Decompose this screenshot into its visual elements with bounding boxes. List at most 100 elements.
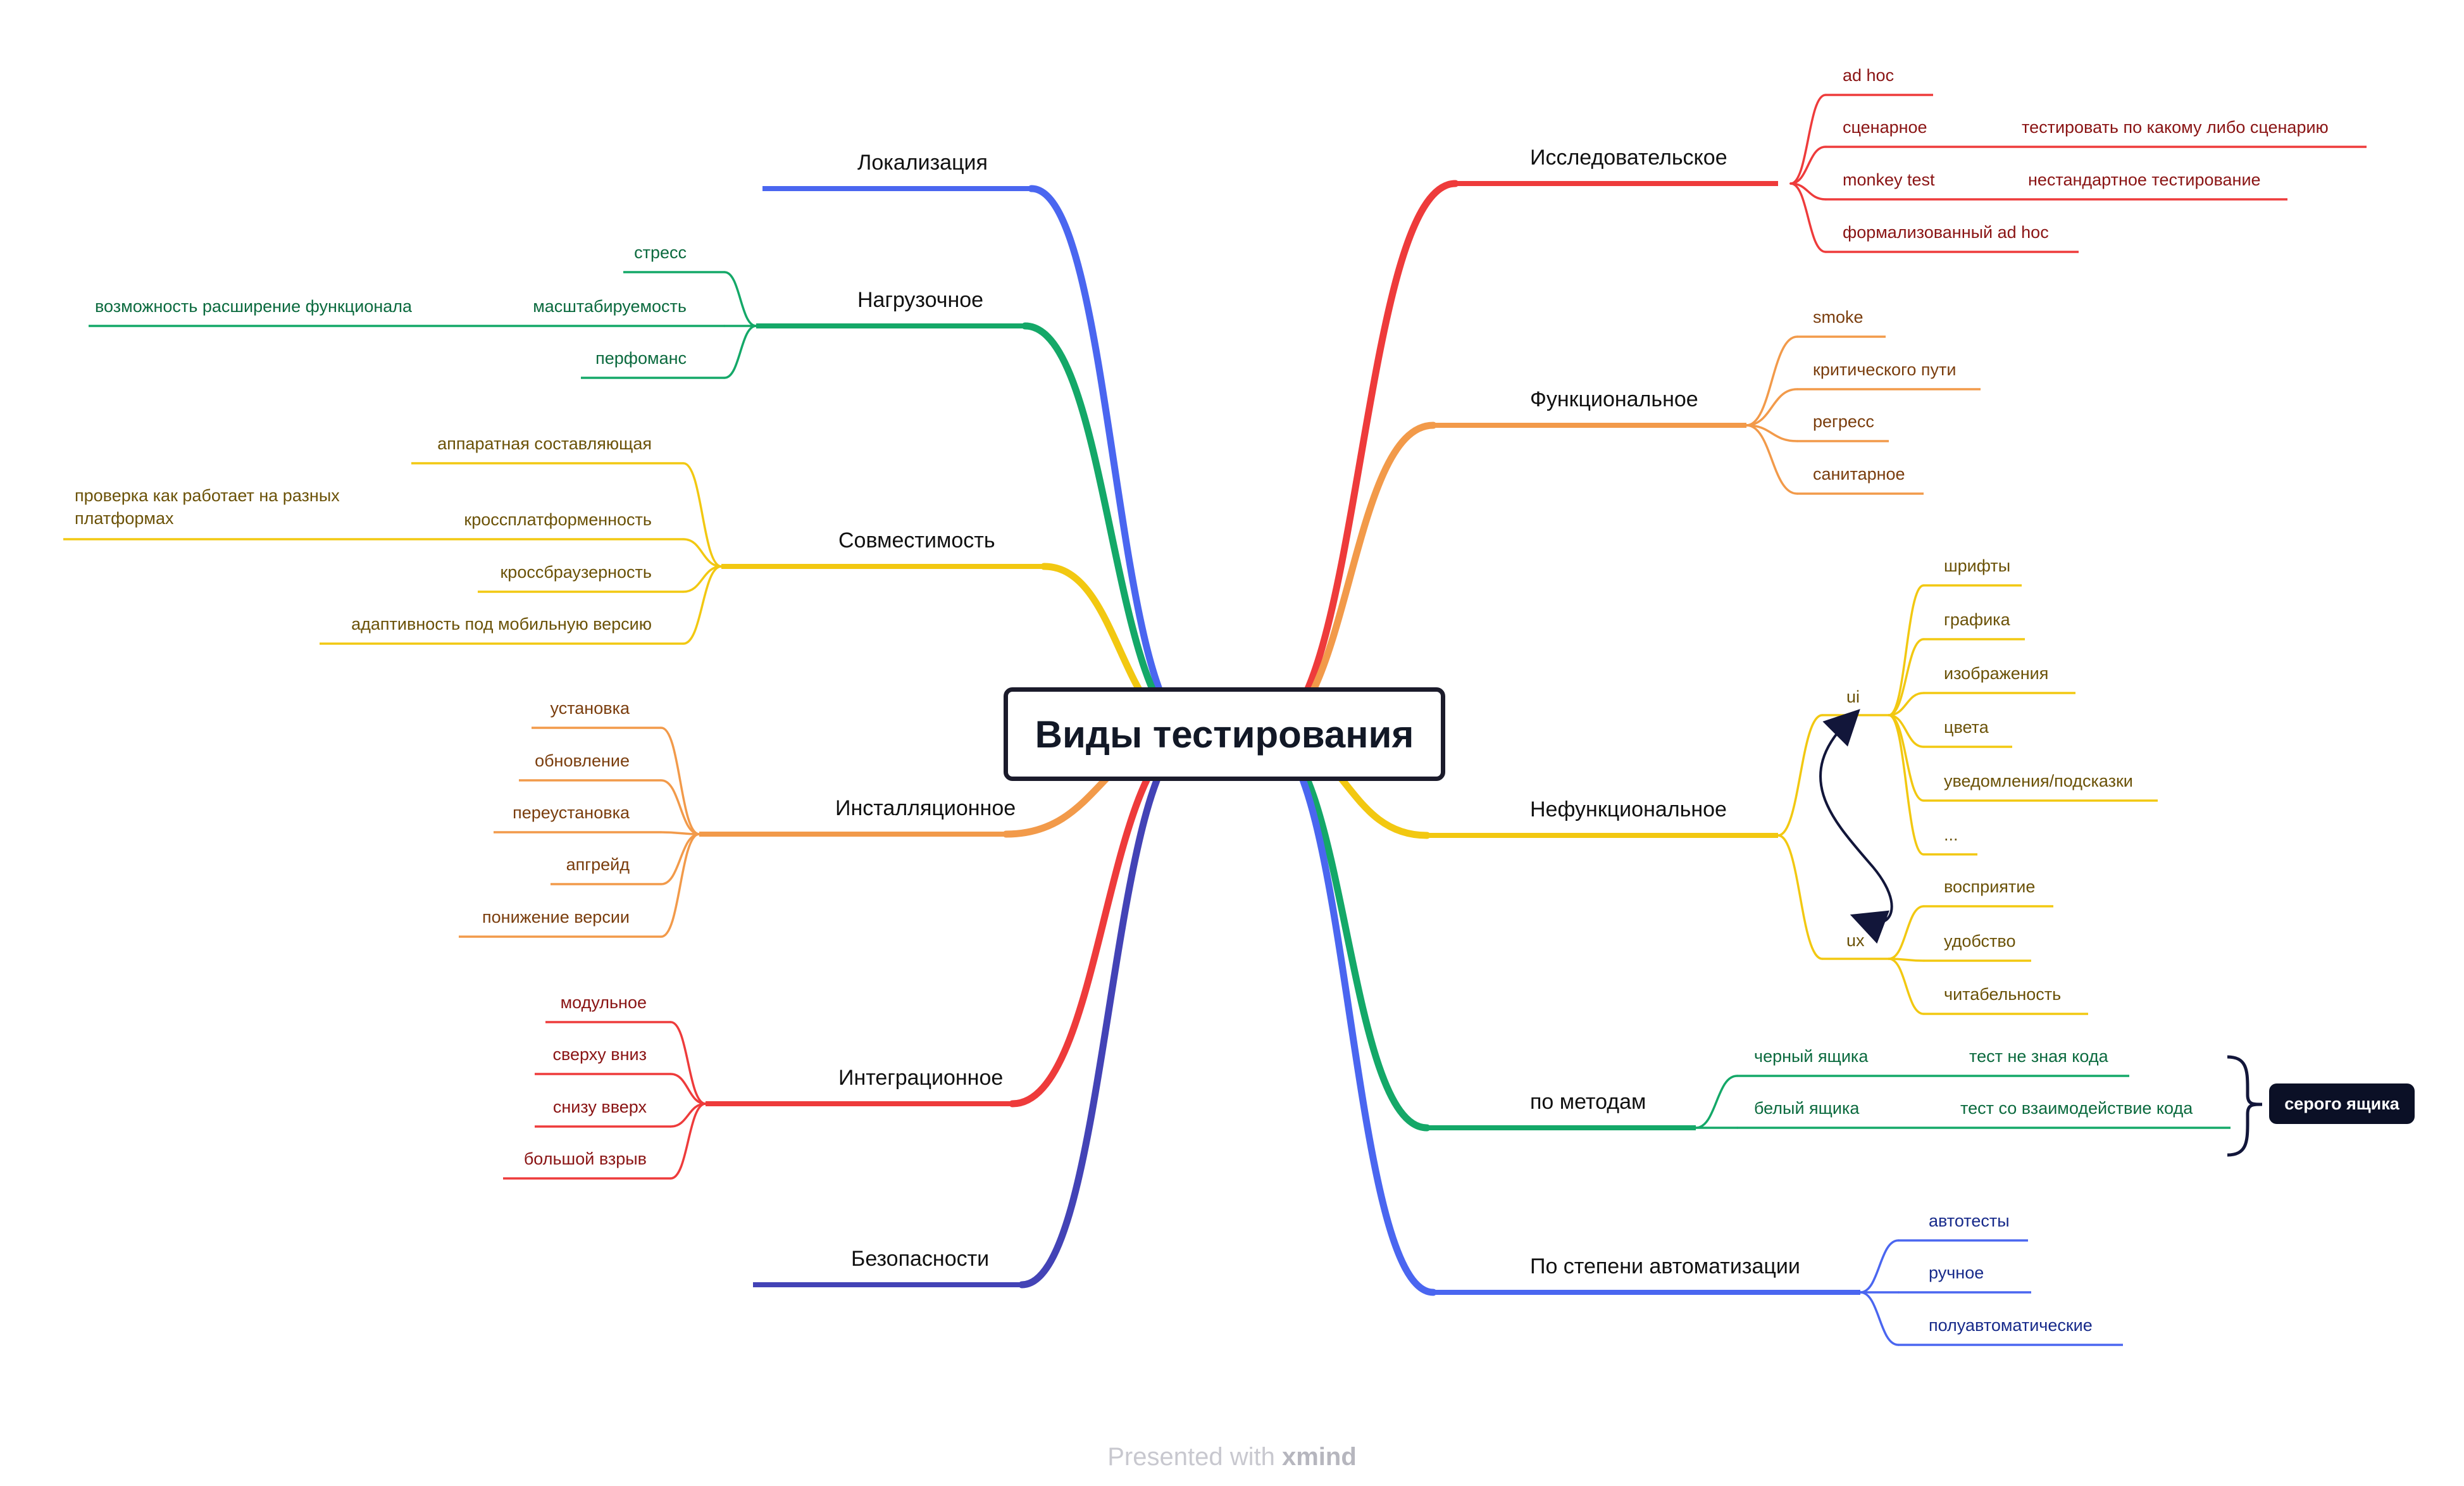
branch-integr-item-сверху-вниз-label[interactable]: сверху вниз xyxy=(553,1045,647,1064)
branch-func-item-регресс-connector xyxy=(1745,424,1798,442)
xmind-brand: xmind xyxy=(1281,1443,1357,1471)
branch-integr-item-большой-взрыв-connector xyxy=(669,1102,707,1180)
branch-compat-item-адаптивность-под-мобильную-версию-label[interactable]: адаптивность под мобильную версию xyxy=(351,615,652,634)
branch-compat-item-аппаратная-составляющая-connector xyxy=(682,462,723,568)
branch-methods-item-черный-ящика-detail-label[interactable]: тест не зная кода xyxy=(1969,1047,2109,1066)
branch-load-item-перфоманс-connector xyxy=(723,325,757,379)
branch-compat-item-кроссбраузерность-label[interactable]: кроссбраузерность xyxy=(500,563,652,582)
branch-nonfunc-ux-item-2-label[interactable]: удобство xyxy=(1944,932,2015,951)
branch-install-item-переустановка-label[interactable]: переустановка xyxy=(513,803,630,822)
branch-compat-item-адаптивность-под-мобильную-версию-connector xyxy=(682,565,723,645)
branch-loc-label[interactable]: Локализация xyxy=(857,151,988,175)
branch-compat-item-кроссплатформенность-detail-label-line-1[interactable]: проверка как работает на разных xyxy=(75,486,340,505)
central-topic[interactable]: Виды тестирования xyxy=(1004,687,1445,781)
branch-nonfunc-ui-label[interactable]: ui xyxy=(1846,687,1860,706)
branch-compat-item-аппаратная-составляющая-label[interactable]: аппаратная составляющая xyxy=(437,434,652,453)
branch-nonfunc-ui-item-3-connector xyxy=(1888,692,1925,716)
branch-compat-item-кроссплатформенность-label[interactable]: кроссплатформенность xyxy=(464,510,652,529)
branch-integr-label[interactable]: Интеграционное xyxy=(838,1066,1003,1090)
branch-install-item-обновление-label[interactable]: обновление xyxy=(535,751,630,770)
branch-func-item-санитарное-label[interactable]: санитарное xyxy=(1813,465,1905,484)
branch-nonfunc-ui-item-6-label[interactable]: ... xyxy=(1944,825,1958,844)
branch-nonfunc-ui-connector xyxy=(1777,714,1824,837)
branch-auto-item-автотесты-connector xyxy=(1859,1239,1900,1294)
branch-integr-item-модульное-connector xyxy=(669,1021,707,1105)
branch-auto-item-полуавтоматические-connector xyxy=(1859,1291,1900,1346)
branch-explor-label[interactable]: Исследовательское xyxy=(1530,146,1727,170)
branch-nonfunc-ui-item-6-connector xyxy=(1888,714,1925,856)
branch-nonfunc-ux-item-1-connector xyxy=(1888,905,1925,960)
branch-func-item-smoke-connector xyxy=(1745,335,1798,427)
branch-methods-label[interactable]: по методам xyxy=(1530,1090,1646,1114)
branch-load-connector xyxy=(1021,322,1200,738)
branch-sec-label[interactable]: Безопасности xyxy=(851,1247,989,1271)
branch-integr-item-снизу-вверх-label[interactable]: снизу вверх xyxy=(553,1097,647,1116)
branch-load-item-масштабируемость-detail-label[interactable]: возможность расширение функционала xyxy=(95,297,413,316)
branch-auto-item-полуавтоматические-label[interactable]: полуавтоматические xyxy=(1929,1316,2093,1335)
summary-callout-label: серого ящика xyxy=(2284,1094,2399,1113)
branch-integr-item-модульное-label[interactable]: модульное xyxy=(561,993,647,1012)
branch-install-item-понижение-версии-connector xyxy=(660,833,700,938)
branch-explor-connector xyxy=(1262,180,1459,738)
branch-compat-label[interactable]: Совместимость xyxy=(838,528,995,553)
branch-nonfunc-ui-item-4-label[interactable]: цвета xyxy=(1944,718,1989,737)
branch-func-item-санитарное-connector xyxy=(1745,424,1798,495)
branch-compat-item-кроссбраузерность-connector xyxy=(682,565,723,593)
branch-install-item-апгрейд-connector xyxy=(660,833,700,885)
branch-load-label[interactable]: Нагрузочное xyxy=(857,288,983,312)
branch-install-item-установка-label[interactable]: установка xyxy=(551,699,630,718)
branch-loc-connector xyxy=(1028,185,1200,738)
branch-auto-item-ручное-label[interactable]: ручное xyxy=(1929,1263,1984,1282)
branch-install-label[interactable]: Инсталляционное xyxy=(835,796,1016,820)
branch-explor-item-monkey-test-detail-label[interactable]: нестандартное тестирование xyxy=(2028,170,2261,189)
branch-install-item-понижение-версии-label[interactable]: понижение версии xyxy=(482,908,630,927)
branch-methods-item-черный-ящика-label[interactable]: черный ящика xyxy=(1754,1047,1869,1066)
branch-explor-item-сценарное-detail-label[interactable]: тестировать по какому либо сценарию xyxy=(2022,118,2329,137)
branch-install-item-установка-connector xyxy=(660,727,700,835)
footer-prefix: Presented with xyxy=(1107,1443,1275,1471)
branch-auto-item-автотесты-label[interactable]: автотесты xyxy=(1929,1211,2010,1230)
branch-nonfunc-ux-label[interactable]: ux xyxy=(1846,931,1865,950)
branch-nonfunc-ui-item-2-label[interactable]: графика xyxy=(1944,610,2011,629)
branch-nonfunc-ux-item-3-label[interactable]: читабельность xyxy=(1944,985,2061,1004)
branch-func-item-критического-пути-label[interactable]: критического пути xyxy=(1813,360,1956,379)
summary-bracket xyxy=(2227,1055,2263,1157)
branch-nonfunc-ui-item-5-label[interactable]: уведомления/подсказки xyxy=(1944,771,2133,790)
branch-load-item-стресс-label[interactable]: стресс xyxy=(634,243,687,262)
summary-callout[interactable]: серого ящика xyxy=(2269,1083,2415,1124)
branch-nonfunc-ui-item-1-connector xyxy=(1888,584,1925,716)
branch-install-item-апгрейд-label[interactable]: апгрейд xyxy=(566,855,630,874)
branch-methods-connector xyxy=(1262,730,1431,1132)
branch-auto-label[interactable]: По степени автоматизации xyxy=(1530,1254,1800,1278)
branch-load-item-масштабируемость-label[interactable]: масштабируемость xyxy=(533,297,687,316)
branch-install-item-обновление-connector xyxy=(660,779,700,835)
branch-integr-item-сверху-вниз-connector xyxy=(669,1073,707,1105)
branch-methods-item-белый-ящика-detail-label[interactable]: тест со взаимодействие кода xyxy=(1960,1099,2193,1118)
branch-compat-item-кроссплатформенность-detail-label-line-2[interactable]: платформах xyxy=(75,509,174,528)
relationship-arrow-ui-ux[interactable] xyxy=(1819,709,1893,944)
branch-methods-item-черный-ящика-connector xyxy=(1695,1075,1738,1129)
branch-nonfunc-ui-item-4-connector xyxy=(1888,714,1925,748)
branch-func-label[interactable]: Функциональное xyxy=(1530,387,1698,411)
branch-explor-item-ad-hoc-label[interactable]: ad hoc xyxy=(1843,66,1894,85)
branch-nonfunc-ui-item-3-label[interactable]: изображения xyxy=(1944,664,2048,683)
branch-integr-item-большой-взрыв-label[interactable]: большой взрыв xyxy=(524,1149,647,1168)
central-topic-label: Виды тестирования xyxy=(1035,713,1414,756)
branch-nonfunc-ui-item-1-label[interactable]: шрифты xyxy=(1944,556,2010,575)
branch-nonfunc-ux-item-3-connector xyxy=(1888,958,1925,1015)
branch-func-item-smoke-label[interactable]: smoke xyxy=(1813,308,1864,327)
branch-load-item-стресс-connector xyxy=(723,271,757,327)
branch-nonfunc-label[interactable]: Нефункциональное xyxy=(1530,797,1727,821)
branch-explor-item-monkey-test-label[interactable]: monkey test xyxy=(1843,170,1935,189)
branch-methods-item-белый-ящика-label[interactable]: белый ящика xyxy=(1754,1099,1860,1118)
branch-load-item-перфоманс-label[interactable]: перфоманс xyxy=(595,349,687,368)
branch-explor-item-формализованный-ad-hoc-label[interactable]: формализованный ad hoc xyxy=(1843,223,2049,242)
branch-explor-item-сценарное-connector xyxy=(1789,146,1827,185)
branch-sec-connector xyxy=(1018,730,1200,1289)
branch-nonfunc-ux-item-1-label[interactable]: восприятие xyxy=(1944,877,2035,896)
branch-explor-item-сценарное-label[interactable]: сценарное xyxy=(1843,118,1927,137)
branch-func-item-регресс-label[interactable]: регресс xyxy=(1813,412,1874,431)
branch-nonfunc-ux-connector xyxy=(1777,834,1824,960)
branch-explor-item-формализованный-ad-hoc-connector xyxy=(1789,182,1827,253)
